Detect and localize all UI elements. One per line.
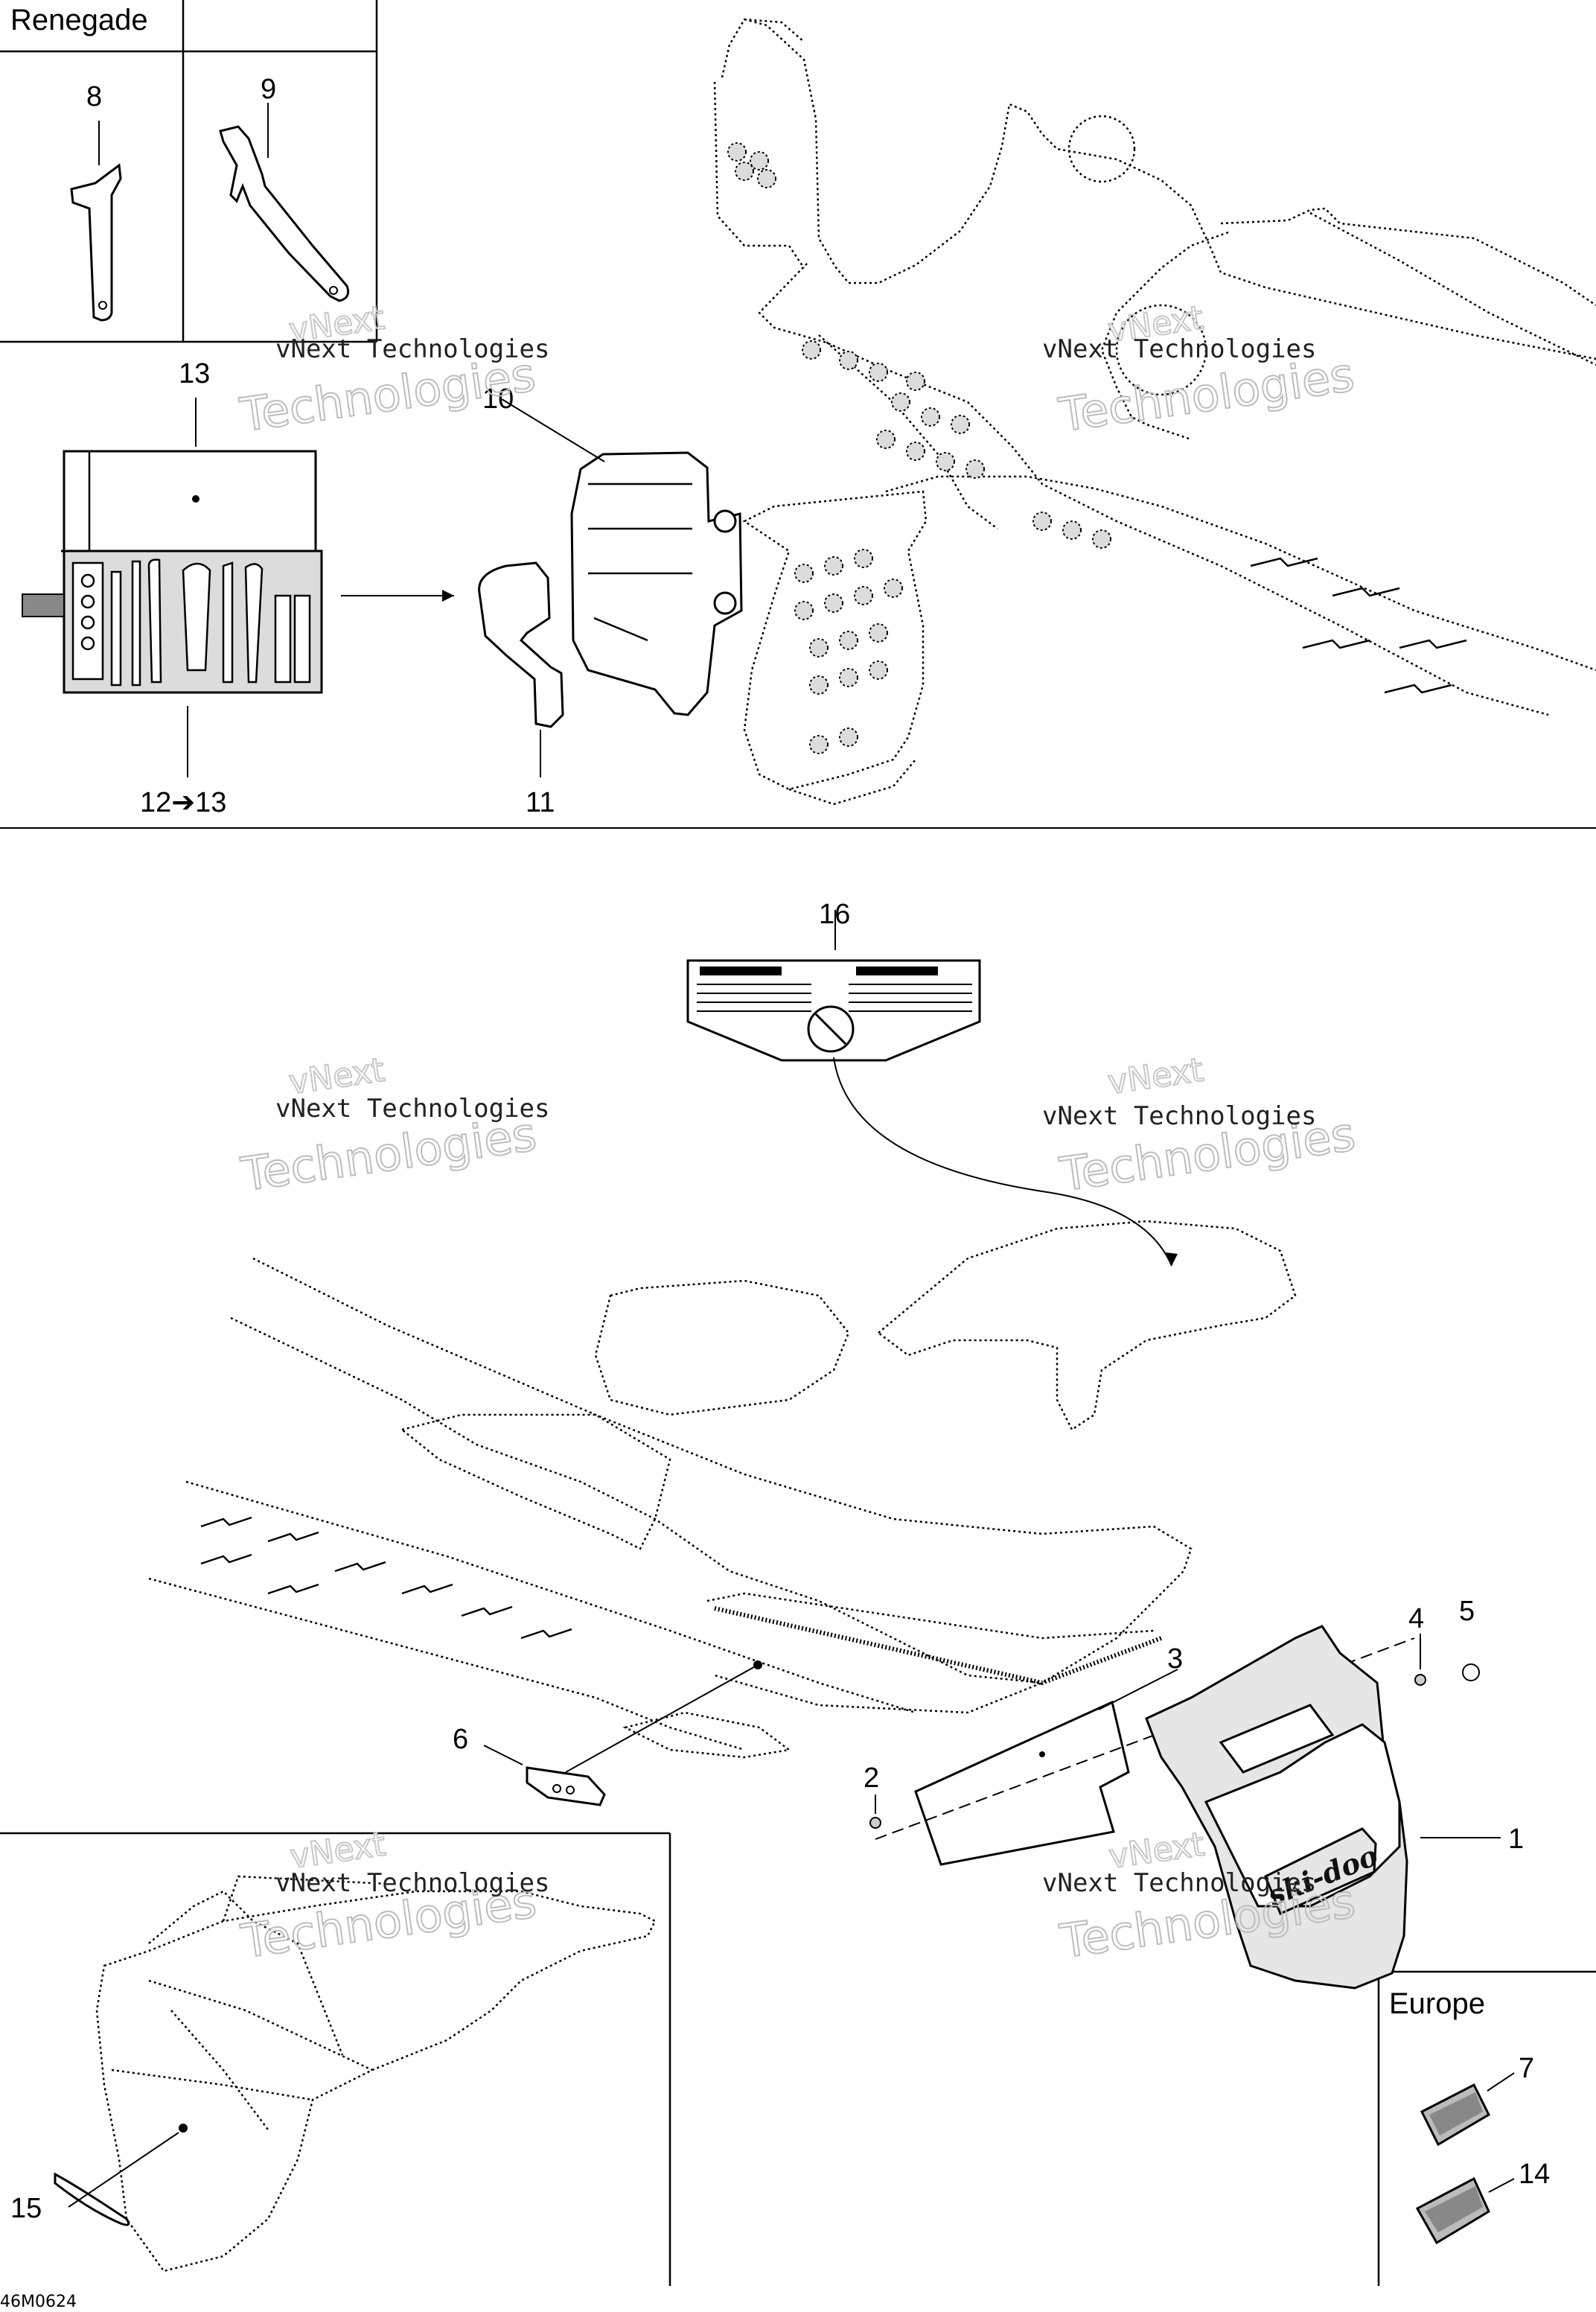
callout-1: 1 <box>1508 1824 1524 1855</box>
part-10-tool-box <box>501 398 743 716</box>
diagram-reference-code: 46M0624 <box>0 2293 77 2311</box>
callout-7: 7 <box>1519 2053 1534 2084</box>
part-7-reflector <box>1420 2072 1515 2147</box>
watermark-text-top-right: vNext Technologies <box>1042 334 1316 364</box>
callout-3: 3 <box>1167 1643 1183 1675</box>
callout-13: 13 <box>179 358 210 389</box>
inset-box-15 <box>0 1832 671 2286</box>
callout-2: 2 <box>864 1762 879 1794</box>
callout-15: 15 <box>10 2193 42 2224</box>
callout-10: 10 <box>482 383 514 415</box>
watermark-text-top-left: vNext Technologies <box>275 334 549 364</box>
europe-box <box>1377 1970 1596 2286</box>
renegade-label: Renegade <box>10 4 148 36</box>
callout-14: 14 <box>1519 2159 1550 2190</box>
part-11-strap <box>478 561 564 777</box>
renegade-box <box>0 0 378 343</box>
svg-text:vNext: vNext <box>1105 1051 1205 1102</box>
part-6-plate <box>483 1660 762 1806</box>
watermark-text-mid-right: vNext Technologies <box>1042 1101 1316 1131</box>
lower-frame <box>148 1220 1297 1759</box>
part-15-belly-pan <box>54 1875 657 2273</box>
callout-11: 11 <box>526 787 555 818</box>
watermark-text-bottom-right: vNext Technologies <box>1042 1868 1316 1898</box>
watermark-text-bottom-left: vNext Technologies <box>275 1868 549 1898</box>
callout-8: 8 <box>86 81 102 112</box>
part-14-reflector <box>1415 2176 1515 2245</box>
callout-16: 16 <box>819 899 850 930</box>
callout-5: 5 <box>1459 1596 1475 1627</box>
part-8-wrench <box>70 121 122 322</box>
callout-9: 9 <box>261 74 276 105</box>
part-5-plug <box>1462 1663 1480 1681</box>
part-2-nut <box>869 1794 881 1829</box>
upper-frame <box>713 18 1596 806</box>
europe-label: Europe <box>1389 1987 1485 2020</box>
part-1-snow-flap: ski-doo <box>1145 1625 1501 1990</box>
part-13-tool-kit <box>22 398 454 777</box>
callout-6: 6 <box>453 1724 468 1755</box>
watermark-text-mid-left: vNext Technologies <box>275 1094 549 1124</box>
callout-4: 4 <box>1408 1603 1424 1634</box>
part-16-warning-label <box>686 910 1178 1267</box>
part-9-tool <box>219 103 350 302</box>
part-3-backing-plate <box>875 1637 1415 1866</box>
callout-12-13: 12➔13 <box>140 787 226 818</box>
part-4-washer <box>1414 1634 1426 1686</box>
